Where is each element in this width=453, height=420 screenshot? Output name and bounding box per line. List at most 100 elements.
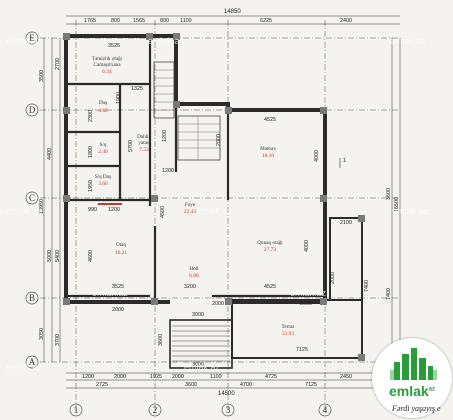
emlak-logo: emlakaz <box>372 338 452 418</box>
watermark-9: emlak.az <box>184 362 221 372</box>
dim-top-2: 1565 <box>133 18 145 24</box>
dim-bottom-3: 2000 <box>172 374 184 380</box>
dim-inner-20: 3000 <box>192 362 204 368</box>
room-foyer-name: Foye <box>185 202 196 208</box>
watermark-3: emlak.az <box>6 206 43 216</box>
dim-inner-12: 3525 <box>112 284 124 290</box>
watermark-7: emlak.az <box>290 288 327 298</box>
room-hall-area: 7.53 <box>139 147 149 153</box>
grid-col-3: 3 <box>226 405 231 415</box>
dim-inner-15: 4525 <box>264 284 276 290</box>
grid-row-a: A <box>29 357 36 367</box>
inner-dimensions: 3525 1325 4525 2300 1800 1950 5700 1900 … <box>88 43 352 368</box>
room-shower-name: Duş <box>99 100 107 106</box>
dim-inner-26: 1200 <box>162 130 168 142</box>
top-dimensions: 14850 1765 800 1565 800 1100 6225 2400 <box>84 9 352 24</box>
dim-bottom-5: 4725 <box>265 374 277 380</box>
dim-inner-23: 4000 <box>304 240 310 252</box>
right-dimensions: 16500 7400 3600 7400 <box>364 188 400 300</box>
room-wc-shower-area: 3.60 <box>98 181 108 187</box>
room-bedroom-area: 16.21 <box>115 250 127 256</box>
room-wc-shower-name: S/q Duş <box>95 174 112 180</box>
grid-col-1: 1 <box>74 405 79 415</box>
dim-inner-6: 5700 <box>128 140 134 152</box>
dim-inner-7: 1900 <box>116 92 122 104</box>
watermark-2: emlak.az <box>390 36 427 46</box>
grid-col-markers <box>69 403 332 417</box>
interior-stairs <box>153 61 221 161</box>
dim-inner-9: 1200 <box>108 207 120 213</box>
interior-walls <box>66 36 325 302</box>
dim-inner-10: 4500 <box>160 206 166 218</box>
plan-caption: Fərdi yaşayış e <box>392 404 441 413</box>
dim-left-4: 5000 <box>47 250 53 262</box>
room-hall-name2: yataq <box>138 140 150 146</box>
dim-top-0: 1765 <box>84 18 96 24</box>
dim-inner-3: 2300 <box>88 110 94 122</box>
room-shower-area: 4.60 <box>98 108 108 114</box>
dim-left-7: 3700 <box>55 334 61 346</box>
dim-top-4: 1100 <box>180 18 192 24</box>
entrance-stairs <box>169 319 233 369</box>
watermark-1: emlak.az <box>148 36 185 46</box>
dim-bottom2-0: 2725 <box>96 382 108 388</box>
dim-inner-2: 4525 <box>264 117 276 123</box>
room-foyer-area: 22.43 <box>184 209 196 215</box>
room-kitchen-area: 18.10 <box>262 153 274 159</box>
room-labels: Təmizlik otağı Camaşırxana 6.34 Duş 4.60… <box>92 55 295 337</box>
left-dimensions: 3500 2700 4400 13950 5000 5400 3050 3700 <box>39 58 61 346</box>
watermarks: emlak.az emlak.az emlak.az emlak.az emla… <box>6 36 429 372</box>
dim-inner-16: 2000 <box>212 301 224 307</box>
logo-wordmark-sup: az <box>428 386 436 393</box>
dim-top-3: 800 <box>160 18 169 24</box>
dim-left-0: 3500 <box>39 70 45 82</box>
logo-wordmark-text: emlak <box>388 383 429 399</box>
room-living-name: Qonaq otağı <box>257 239 283 246</box>
grid-row-d: D <box>29 105 36 115</box>
dim-inner-25: 1200 <box>162 168 174 174</box>
dim-left-6: 3050 <box>39 328 45 340</box>
grid-row-markers <box>25 31 39 369</box>
room-terrace-area: 33.93 <box>282 331 294 337</box>
section-marker: 1 <box>339 158 346 168</box>
dimension-lines <box>43 15 401 389</box>
dim-inner-22: 4000 <box>314 150 320 162</box>
watermark-4: emlak.az <box>196 206 233 216</box>
room-kitchen-name: Mətbəx <box>260 146 276 152</box>
dim-right-0: 16500 <box>394 197 400 212</box>
grid-row-e: E <box>29 33 35 43</box>
room-hall-name: Dəhliz <box>137 134 152 140</box>
dim-top-1: 800 <box>111 18 120 24</box>
room-laundry-name: Təmizlik otağı <box>92 55 123 62</box>
dim-left-1: 2700 <box>55 58 61 70</box>
room-bedroom-name: Otaq <box>116 242 126 248</box>
dim-top-6: 2400 <box>340 18 352 24</box>
dim-top-total: 14850 <box>224 9 241 15</box>
dim-bottom-6: 2450 <box>340 374 352 380</box>
section-marker-label: 1 <box>343 158 346 164</box>
room-holl-name: Holl <box>189 266 199 272</box>
dim-right-3: 7400 <box>364 280 370 292</box>
dim-left-5: 5400 <box>55 250 61 262</box>
room-wc-area: 2.40 <box>98 149 108 155</box>
dim-inner-21: 7125 <box>296 347 308 353</box>
dim-inner-28: 2000 <box>216 134 222 146</box>
dim-right-1: 7400 <box>386 288 392 300</box>
dim-right-2: 3600 <box>386 188 392 200</box>
watermark-0: emlak.az <box>6 36 43 46</box>
dim-inner-24: 2100 <box>340 220 352 226</box>
dim-bottom2-3: 7125 <box>305 382 317 388</box>
dim-inner-0: 3525 <box>108 43 120 49</box>
watermark-6: emlak.az <box>92 288 129 298</box>
dim-bottom-0: 1200 <box>82 374 94 380</box>
dim-inner-8: 990 <box>88 207 97 213</box>
room-living-area: 27.73 <box>264 247 276 253</box>
grid-col-4: 4 <box>323 405 328 415</box>
dim-inner-1: 1325 <box>131 86 143 92</box>
dim-bottom-total: 14500 <box>218 391 235 397</box>
bottom-dimensions: 1200 2000 1925 2000 1100 4725 2450 2725 … <box>82 374 352 397</box>
dim-inner-27: 2000 <box>330 272 336 284</box>
dim-inner-5: 1950 <box>88 180 94 192</box>
city-skyline-icon <box>390 348 437 380</box>
